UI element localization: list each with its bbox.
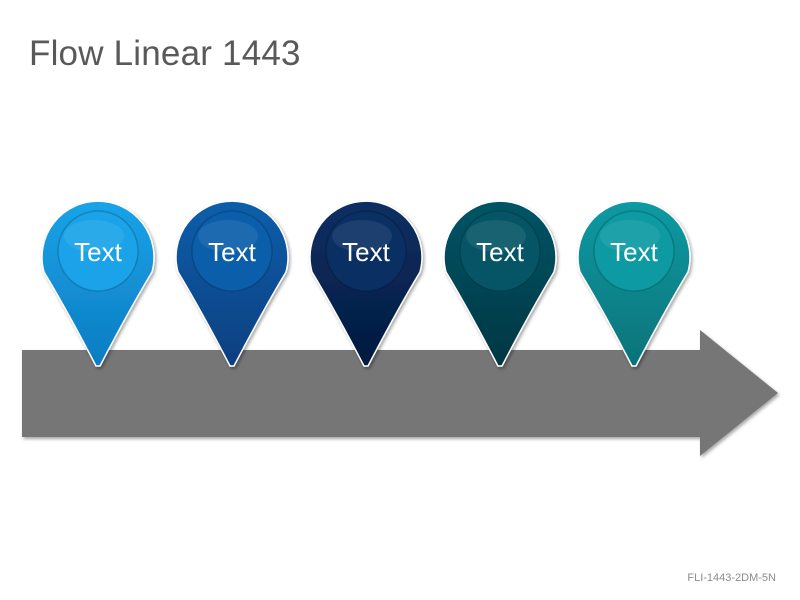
pin-label-5: Text (610, 237, 658, 267)
pin-inner-disc (459, 210, 541, 292)
timeline-arrow (22, 330, 778, 456)
footer-code: FLI-1443-2DM-5N (687, 572, 776, 584)
pin-inner-disc (57, 210, 139, 292)
slide-title: Flow Linear 1443 (29, 34, 301, 73)
pin-highlight (600, 220, 660, 252)
pin-inner-disc (325, 210, 407, 292)
pin-label-4: Text (476, 237, 524, 267)
pin-marker-2: Text (175, 200, 289, 367)
pin-marker-1: Text (41, 200, 155, 367)
pin-label-1: Text (74, 237, 122, 267)
pin-highlight (332, 220, 392, 252)
pin-label-2: Text (208, 237, 256, 267)
pin-highlight (198, 220, 258, 252)
pin-marker-4: Text (443, 200, 557, 367)
pin-label-3: Text (342, 237, 390, 267)
pin-highlight (64, 220, 124, 252)
pin-inner-disc (191, 210, 273, 292)
pin-highlight (466, 220, 526, 252)
pin-inner-disc (593, 210, 675, 292)
pin-marker-3: Text (309, 200, 423, 367)
pin-marker-5: Text (577, 200, 691, 367)
pins-layer: Text Text Text Text Text (41, 200, 691, 367)
